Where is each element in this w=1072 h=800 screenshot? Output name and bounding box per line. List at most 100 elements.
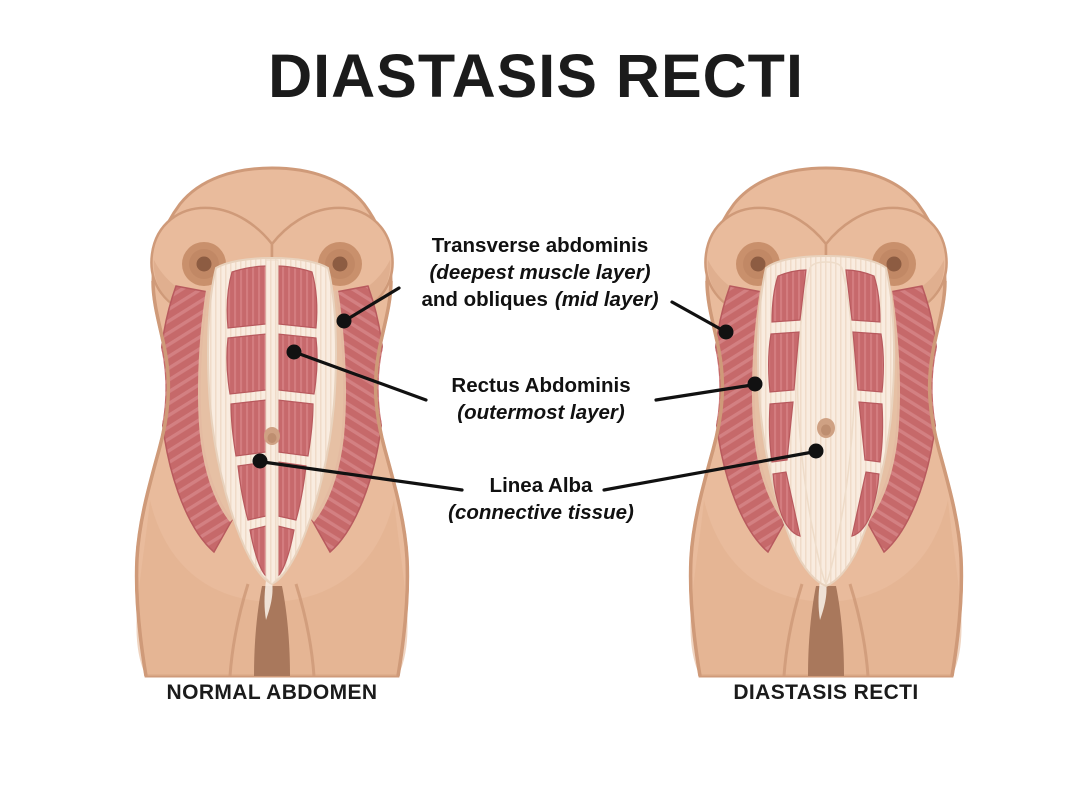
leader-rectus-right	[654, 383, 754, 402]
annotation-obliques-title: and obliques	[421, 288, 548, 312]
fascia-right-diastasis	[854, 290, 900, 522]
page-title: DIASTASIS RECTI	[268, 42, 804, 110]
areola-right-inner-d	[879, 249, 909, 279]
annotation-rectus-abdominis: Rectus Abdominis (outermost layer)	[416, 372, 666, 426]
leader-dot-transverse-right	[718, 324, 734, 340]
rectus-block-l3	[230, 399, 267, 457]
breast-shade-left	[153, 260, 236, 315]
rectus-block-dl2	[768, 331, 800, 393]
navel-diastasis-inner	[821, 424, 831, 436]
breast-shade-right-d	[862, 260, 945, 315]
leader-dot-linea-left	[252, 453, 268, 469]
annotation-obliques-subtitle: (mid layer)	[554, 288, 659, 312]
annotation-linea-subtitle: (connective tissue)	[448, 501, 634, 525]
navel-diastasis	[817, 418, 835, 438]
areola-right-inner	[325, 249, 355, 279]
rectus-column-right-normal	[277, 265, 318, 578]
navel-normal	[264, 427, 280, 445]
fascia-right-normal	[300, 290, 346, 522]
torso-outline-right-d	[927, 280, 964, 677]
areola-left-d	[736, 242, 780, 286]
hip-shading-right	[690, 500, 962, 676]
hip-shading-left	[136, 500, 408, 676]
torso-outline-left-d	[688, 280, 725, 677]
caption-normal-abdomen: NORMAL ABDOMEN	[166, 681, 378, 704]
rectus-block-dl1	[771, 269, 807, 323]
nipple-right	[332, 256, 348, 272]
torso-skin-right	[689, 166, 963, 678]
thigh-cleft-left	[264, 580, 273, 620]
rectus-block-dr1	[845, 269, 881, 323]
rectus-block-l4	[237, 461, 267, 521]
annotation-linea-title: Linea Alba	[489, 474, 593, 497]
breast-left-outer	[150, 206, 274, 317]
rectus-column-left-normal	[226, 265, 267, 578]
rectus-column-right-diastasis	[845, 269, 884, 537]
inner-thigh-line-left-b	[294, 583, 316, 677]
rectus-column-left-diastasis	[768, 269, 807, 537]
leader-transverse-left	[344, 286, 401, 322]
inner-thigh-line-left-a	[228, 583, 250, 677]
fascia-left-diastasis	[752, 290, 798, 522]
breast-shade-left-d	[707, 260, 790, 315]
torso-outline-right	[373, 280, 410, 677]
breast-shade-right	[308, 260, 391, 315]
leader-dot-rectus-left	[286, 344, 302, 360]
rectus-block-l5	[249, 525, 267, 578]
thigh-gap-right	[808, 586, 844, 676]
thigh-gap-left	[254, 586, 290, 676]
annotation-transverse-abdominis: Transverse abdominis (deepest muscle lay…	[396, 232, 684, 313]
breast-left-outer-d	[704, 206, 828, 317]
leader-dot-rectus-right	[747, 376, 763, 392]
rectus-block-r4	[277, 461, 307, 521]
areola-left-inner	[189, 249, 219, 279]
navel-normal-inner	[267, 433, 277, 443]
annotation-transverse-title: Transverse abdominis	[431, 234, 649, 257]
annotation-rectus-subtitle: (outermost layer)	[457, 401, 625, 425]
nipple-left	[196, 256, 212, 272]
oblique-right-normal	[311, 285, 385, 554]
rectus-block-l1	[226, 265, 267, 329]
nipple-right-d	[886, 256, 902, 272]
rectus-block-l2	[226, 333, 267, 395]
breast-right-outer	[270, 206, 394, 317]
annotation-linea-alba: Linea Alba (connective tissue)	[416, 472, 666, 526]
rectus-sheath-diastasis	[757, 254, 895, 588]
rectus-block-dr2	[852, 331, 884, 393]
figure-normal-abdomen	[134, 166, 410, 678]
leader-rectus-left	[295, 351, 428, 402]
rectus-block-dr4	[851, 471, 880, 537]
oblique-left-diastasis	[713, 285, 787, 554]
oblique-left-normal	[159, 285, 233, 554]
fascia-left-normal	[198, 290, 244, 522]
figure-diastasis-recti	[688, 166, 964, 678]
linea-alba-diastasis	[796, 261, 856, 586]
areola-left	[182, 242, 226, 286]
inner-thigh-line-right-b	[848, 583, 870, 677]
annotation-transverse-subtitle: (deepest muscle layer)	[429, 261, 651, 285]
rectus-block-r1	[277, 265, 318, 329]
leader-dot-transverse-left	[336, 313, 352, 329]
thigh-cleft-right	[818, 580, 827, 620]
rectus-sheath-normal	[207, 256, 337, 586]
rectus-block-r5	[277, 525, 295, 578]
nipple-left-d	[750, 256, 766, 272]
annotation-rectus-title: Rectus Abdominis	[451, 374, 631, 397]
areola-right-d	[872, 242, 916, 286]
areola-left-inner-d	[743, 249, 773, 279]
annotation-obliques-line: and obliques(mid layer)	[396, 286, 684, 313]
areola-right	[318, 242, 362, 286]
breast-right-outer-d	[824, 206, 948, 317]
rectus-block-r2	[277, 333, 318, 395]
linea-alba-normal	[265, 259, 279, 585]
rectus-block-dr3	[858, 401, 884, 463]
rectus-block-r3	[277, 399, 314, 457]
torso-skin-left	[135, 166, 409, 678]
torso-outline-left	[134, 280, 171, 677]
leader-dot-linea-right	[808, 443, 824, 459]
rectus-block-dl3	[768, 401, 794, 463]
inner-thigh-line-right-a	[782, 583, 804, 677]
caption-diastasis-recti: DIASTASIS RECTI	[733, 681, 919, 704]
rectus-block-dl4	[772, 471, 801, 537]
